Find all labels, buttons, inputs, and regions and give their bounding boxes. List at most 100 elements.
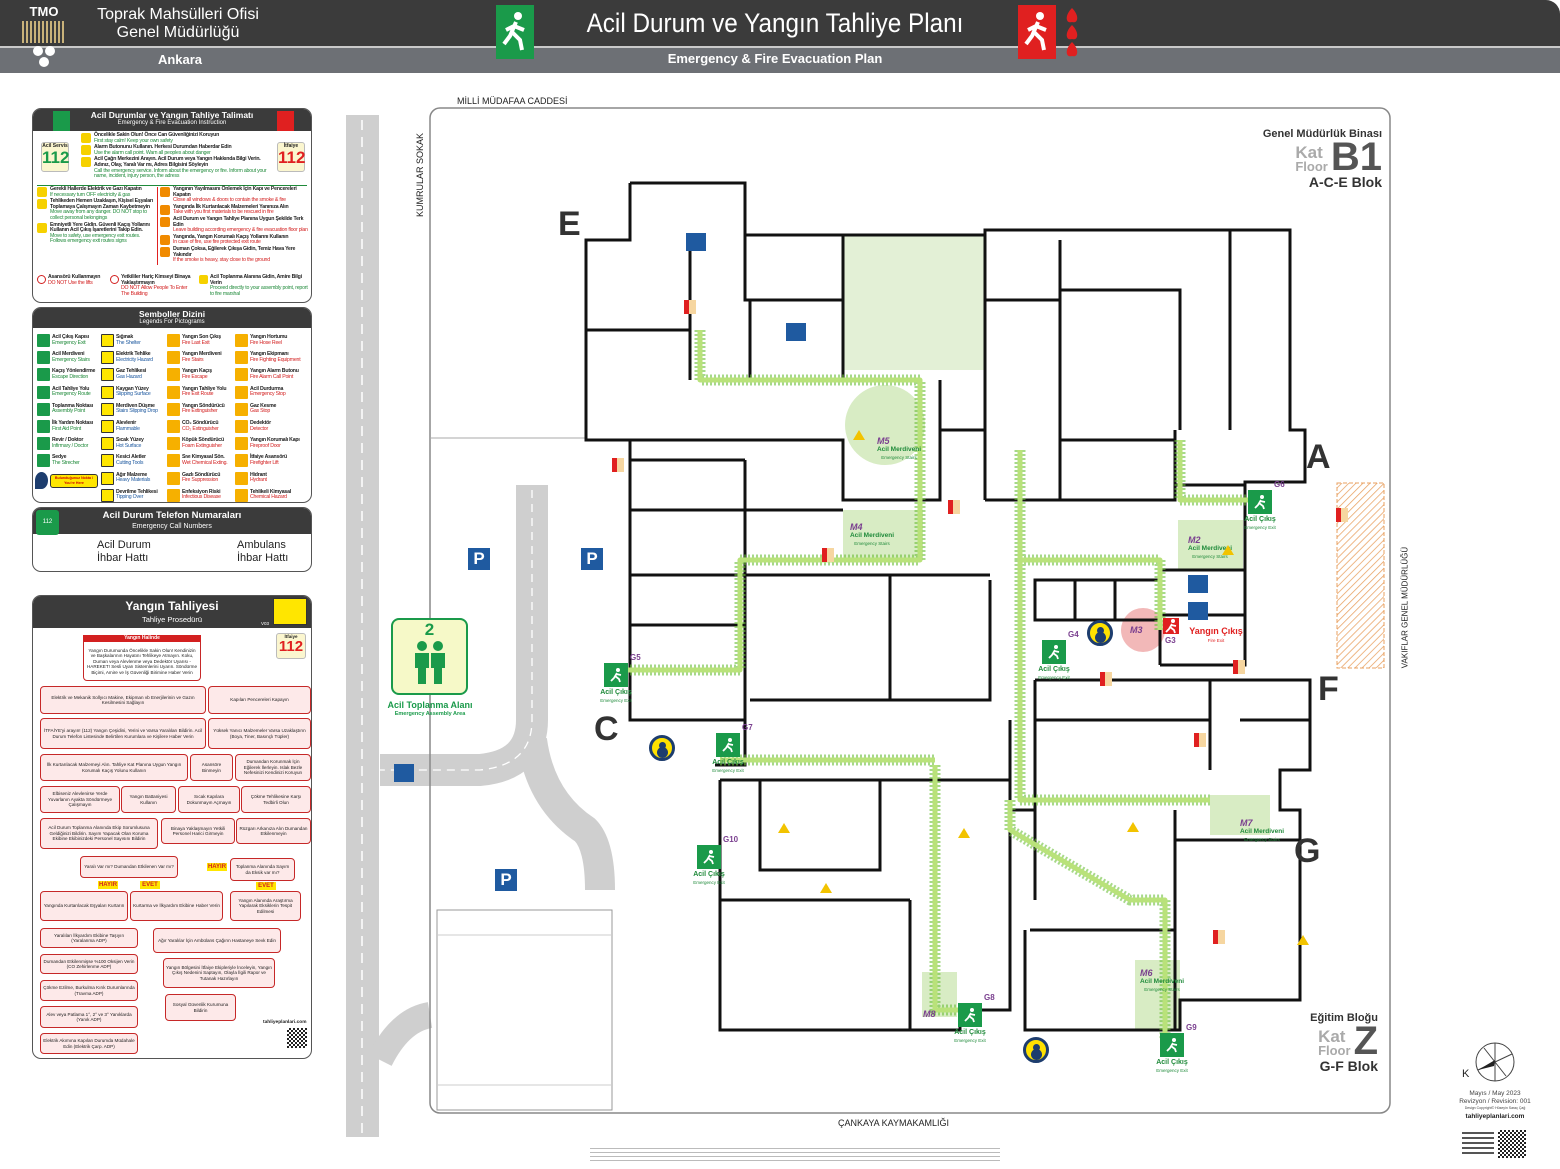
legend-en: Wet Chemical Exting. xyxy=(182,459,228,466)
instruction-tr: Yangında, Yangın Korumalı Kaçış Yolların… xyxy=(173,233,289,240)
iso-badges xyxy=(1462,1132,1494,1156)
street-bottom: ÇANKAYA KAYMAKAMLIĞI xyxy=(838,1118,950,1128)
legend-en: Fire Fighting Equipment xyxy=(250,356,301,363)
instructions-divider xyxy=(37,185,307,186)
legend-icon xyxy=(37,334,50,348)
procedure-step: Toplanma Alanında Sayım da Eksik var mı? xyxy=(230,858,295,881)
legend-tr: Acil Durdurma xyxy=(250,385,284,392)
legend-tr: Revir / Doktor xyxy=(52,437,84,444)
hazard-warning-icon xyxy=(1127,822,1139,832)
footer-info: Mayıs / May 2023 Revizyon / Revision: 00… xyxy=(1440,1090,1550,1121)
exit-sign-icon xyxy=(1248,490,1272,514)
instruction-en: Proceed directly to your assembly point,… xyxy=(210,285,308,297)
block-label-e: E xyxy=(558,205,581,243)
qr-code xyxy=(1498,1130,1526,1158)
compass-north-label: K xyxy=(1462,1068,1470,1080)
procedure-step-text: Yangın Bölgesini İtfaiye Ekipleriyle İnc… xyxy=(166,964,272,981)
procedure-step-text: Yaralı Var mı? Dumandan Etkilenen Var mı… xyxy=(84,864,174,870)
procedure-step-text: Ağır Yaralılar İçin Ambülans Çağırın Has… xyxy=(158,937,276,943)
legend-tr: Sığınak xyxy=(116,334,134,340)
parking-icon: P xyxy=(468,548,490,570)
legend-tr: Yangın Ekipmanı xyxy=(250,351,289,358)
street-left: KUMRULAR SOKAK xyxy=(415,132,425,218)
parking-icon: P xyxy=(495,869,517,891)
hazard-warning-icon xyxy=(1297,935,1309,945)
stair-id: M4 xyxy=(850,522,863,532)
legend-en: Fire Suppression xyxy=(182,477,219,484)
assembly-area-subtitle: Emergency Assembly Area xyxy=(394,711,466,717)
legend-en: Emergency Stop xyxy=(250,391,286,398)
footer-revision: Revizyon / Revision: 001 xyxy=(1459,1098,1531,1105)
you-are-here-pin-icon xyxy=(35,472,48,489)
exit-label-en: Emergency Exit xyxy=(693,880,725,885)
procedure-step-text: Alev veya Patlama 1°, 2° ve 3° Yanıklard… xyxy=(46,1011,132,1022)
assembly-area-number: 2 xyxy=(424,620,435,639)
instruction-icon xyxy=(37,199,47,210)
instruction-text: Acil Durum ve Yangın Tahliye Planına Uyg… xyxy=(173,216,309,234)
hazard-warning-icon xyxy=(1222,545,1234,555)
phones-subtitle: Emergency Call Numbers xyxy=(132,523,212,530)
legend-tr: Elektrik Tehlike xyxy=(116,351,151,358)
legend-icon xyxy=(235,471,248,485)
building-name: Genel Müdürlük Binası xyxy=(1262,128,1382,140)
procedure-step: Yangın Battaniyesi Kullanın xyxy=(121,786,176,813)
procedure-step-text: Çökme Ezilme, Burkulma Kırık Durumlarınd… xyxy=(43,985,135,996)
legend-en: CO₂ Extinguisher xyxy=(182,425,219,432)
legend-tr: Dedektör xyxy=(250,419,271,426)
legend-icon xyxy=(101,385,114,399)
legend-en: Escape Direction xyxy=(52,373,89,380)
instruction-text: Emniyetli Yere Gidin. Güvenli Kaçış Yoll… xyxy=(50,222,155,245)
legend-icon xyxy=(101,351,114,365)
legend-text: Sıvı Kimyasal Sön.Wet Chemical Exting. xyxy=(182,455,228,466)
legend-tr: CO₂ Söndürücü xyxy=(182,419,219,426)
exit-id: G10 xyxy=(723,835,739,844)
stair-id: M6 xyxy=(1140,968,1153,978)
logo-dots-icon xyxy=(33,46,55,67)
legend-icon xyxy=(235,334,248,348)
instruction-text: Yangının Yayılmasını Önlemek İçin Kapı v… xyxy=(173,186,309,204)
procedure-step: Yaralıları İlkyardım Ekibine Taşıyın (Ya… xyxy=(40,928,138,948)
procedure-step-text: Kapıları Pencereleri Kapayın xyxy=(230,697,289,703)
stair-label-en: Emergency Stairs xyxy=(854,541,890,546)
info-sign-icon xyxy=(686,233,706,251)
flame-icon xyxy=(1066,8,1078,57)
instruction-tr: Gerekli Hallerde Elektrik ve Gazı Kapatı… xyxy=(50,186,142,192)
info-sign-icon xyxy=(394,764,414,782)
site-boundary xyxy=(429,107,1391,1114)
legend-icon xyxy=(167,385,180,399)
exit-id: G4 xyxy=(1068,630,1079,639)
exit-label-en: Emergency Exit xyxy=(712,768,744,773)
legend-en: Cutting Tools xyxy=(116,459,144,466)
fire-extinguisher-icon xyxy=(612,458,624,472)
legend-icon xyxy=(37,454,50,468)
instruction-en: If the smoke is heavy, stay close to the… xyxy=(173,257,270,264)
legend-tr: Acil Çıkış Kapısı xyxy=(52,334,89,340)
legend-tr: Merdiven Düşme xyxy=(116,402,155,409)
instruction-text: Tehlikeden Hemen Uzaklaşın, Kişisel Eşya… xyxy=(50,198,155,221)
fire-extinguisher-icon xyxy=(1336,508,1348,522)
instruction-item: Acil Toplanma Alanına Gidin, Amire Bilgi… xyxy=(199,274,309,297)
instruction-tr: Asansörü Kullanmayın xyxy=(48,274,101,280)
exit-label-en: Emergency Exit xyxy=(1244,525,1276,530)
stair-label-tr: Acil Merdiveni xyxy=(1187,545,1233,552)
